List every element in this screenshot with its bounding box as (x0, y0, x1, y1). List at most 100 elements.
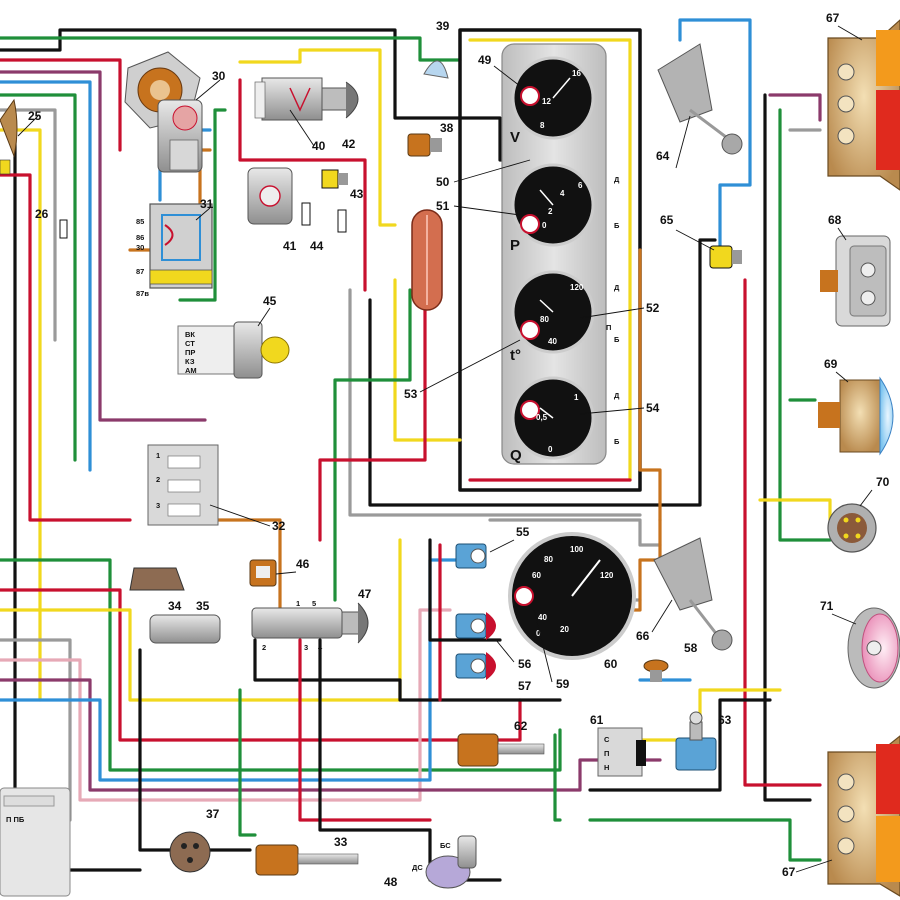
sw61-p: П (604, 749, 609, 758)
g54-0: 0 (548, 445, 553, 454)
label-40: 40 (312, 139, 326, 153)
ign-pr: ПР (185, 348, 195, 357)
label-66: 66 (636, 629, 650, 643)
sw32-pin1: 1 (156, 451, 160, 460)
term-d-3: Д (614, 391, 620, 400)
speedo-120: 120 (600, 571, 614, 580)
label-32: 32 (272, 519, 286, 533)
connector-34 (129, 567, 185, 591)
term-b-1: Б (614, 221, 620, 230)
g54-05: 0,5 (536, 413, 548, 422)
label-45: 45 (263, 294, 277, 308)
sw47-pin3: 3 (304, 643, 308, 652)
switch-61 (597, 727, 646, 777)
resistor-43 (337, 209, 347, 233)
g54-1: 1 (574, 393, 579, 402)
fuse-box (0, 787, 71, 897)
label-46: 46 (296, 557, 310, 571)
socket-70 (827, 503, 877, 553)
connector-37 (169, 831, 211, 873)
relay-31 (149, 203, 213, 289)
label-38: 38 (440, 121, 454, 135)
label-31: 31 (200, 197, 214, 211)
label-63: 63 (718, 713, 732, 727)
sender-48 (425, 835, 477, 889)
label-62: 62 (514, 719, 528, 733)
label-48: 48 (384, 875, 398, 889)
speedo-0: 0 (536, 629, 541, 638)
rear-lamp-67-top (827, 19, 900, 191)
leader-lines (17, 25, 873, 873)
label-71: 71 (820, 599, 834, 613)
relay31-pin86: 86 (136, 233, 144, 242)
label-68: 68 (828, 213, 842, 227)
term-d-1: Д (614, 175, 620, 184)
label-39: 39 (436, 19, 450, 33)
speedo-60: 60 (532, 571, 541, 580)
sw47-pin1: 1 (296, 599, 300, 608)
sensor-46 (249, 559, 277, 587)
speedo-20: 20 (560, 625, 569, 634)
label-47: 47 (358, 587, 372, 601)
switch-47 (251, 602, 369, 644)
instrument-cluster (501, 43, 607, 465)
relay31-pin30: 30 (136, 243, 144, 252)
connector-ring-53 (411, 209, 443, 311)
switch-58 (643, 659, 669, 682)
relay31-pin87b: 87в (136, 289, 149, 298)
label-58: 58 (684, 641, 698, 655)
label-52: 52 (646, 301, 660, 315)
sw47-pin4: 4 (318, 643, 323, 652)
label-43: 43 (350, 187, 364, 201)
lamp-57 (455, 652, 496, 680)
label-65: 65 (660, 213, 674, 227)
sw61-s: С (604, 735, 610, 744)
label-42: 42 (342, 137, 356, 151)
regulator-40 (254, 77, 359, 121)
label-25: 25 (28, 109, 42, 123)
lamp-56 (455, 612, 496, 640)
label-41: 41 (283, 239, 297, 253)
wiper-66 (653, 537, 733, 651)
ign-am: АМ (185, 366, 197, 375)
sw47-pin2: 2 (262, 643, 266, 652)
g49-8: 8 (540, 121, 545, 130)
speedo-80: 80 (544, 555, 553, 564)
light-switch-32 (147, 444, 219, 526)
label-64: 64 (656, 149, 670, 163)
ign-st: СТ (185, 339, 195, 348)
label-34: 34 (168, 599, 182, 613)
label-59: 59 (556, 677, 570, 691)
switch-38 (407, 133, 442, 157)
label-53: 53 (404, 387, 418, 401)
g49-16: 16 (572, 69, 581, 78)
label-67-top: 67 (826, 11, 840, 25)
lamp-55 (455, 543, 487, 569)
sw47-pin5: 5 (312, 599, 316, 608)
g51-6: 6 (578, 181, 583, 190)
label-70: 70 (876, 475, 890, 489)
label-54: 54 (646, 401, 660, 415)
term-b-2: Б (614, 335, 620, 344)
term-d-2: Д (614, 283, 620, 292)
g51-0: 0 (542, 221, 547, 230)
lamp-39 (423, 60, 449, 79)
rear-lamp-67-bottom (827, 735, 900, 897)
label-37: 37 (206, 807, 220, 821)
label-56: 56 (518, 657, 532, 671)
cluster-letter-p: P (510, 237, 520, 254)
g52-120: 120 (570, 283, 584, 292)
speedo-100: 100 (570, 545, 584, 554)
label-44: 44 (310, 239, 324, 253)
label-67-bottom: 67 (782, 865, 796, 879)
g51-4: 4 (560, 189, 565, 198)
distributor-30 (124, 51, 203, 173)
lamp-71 (847, 607, 900, 689)
sender-33 (255, 844, 359, 876)
label-57: 57 (518, 679, 532, 693)
g52-40: 40 (548, 337, 557, 346)
switch-63 (675, 711, 717, 771)
label-50: 50 (436, 175, 450, 189)
label-69: 69 (824, 357, 838, 371)
relay31-pin85: 85 (136, 217, 144, 226)
